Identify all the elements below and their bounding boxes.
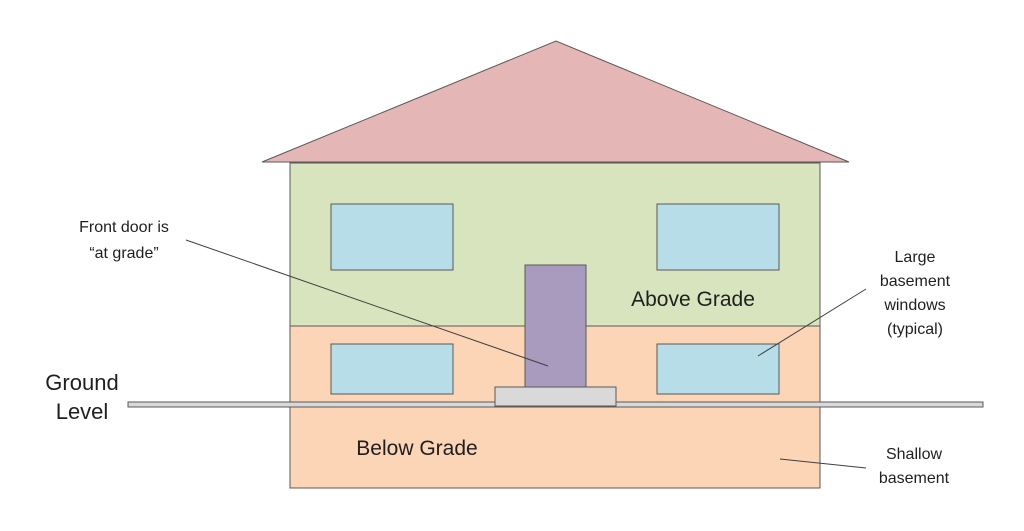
upper-left-window [330, 203, 454, 271]
below-grade-label: Below Grade [356, 437, 477, 460]
front-door-label-line2: “at grade” [89, 245, 158, 262]
shallow-basement-label-line2: basement [879, 470, 950, 487]
ground-level-label-line2: Level [56, 399, 109, 424]
shallow-basement-label-line1: Shallow [886, 446, 942, 463]
front-step [494, 386, 617, 407]
ground-level-label-line1: Ground [45, 370, 118, 395]
front-door-label-line1: Front door is [79, 219, 169, 236]
basement-windows-label-line4: (typical) [887, 321, 943, 338]
basement-windows-label-line3: windows [883, 297, 945, 314]
basement-right-window [656, 343, 780, 395]
basement-windows-label-line1: Large [895, 249, 936, 266]
basement-windows-label-line2: basement [880, 273, 951, 290]
front-door [524, 264, 587, 388]
basement-left-window [330, 343, 454, 395]
shallow-basement-leader [779, 458, 867, 469]
above-grade-label: Above Grade [631, 288, 755, 311]
front-door-leader [185, 239, 549, 367]
basement-windows-leader [757, 288, 867, 357]
upper-right-window [656, 203, 780, 271]
roof [261, 40, 850, 163]
